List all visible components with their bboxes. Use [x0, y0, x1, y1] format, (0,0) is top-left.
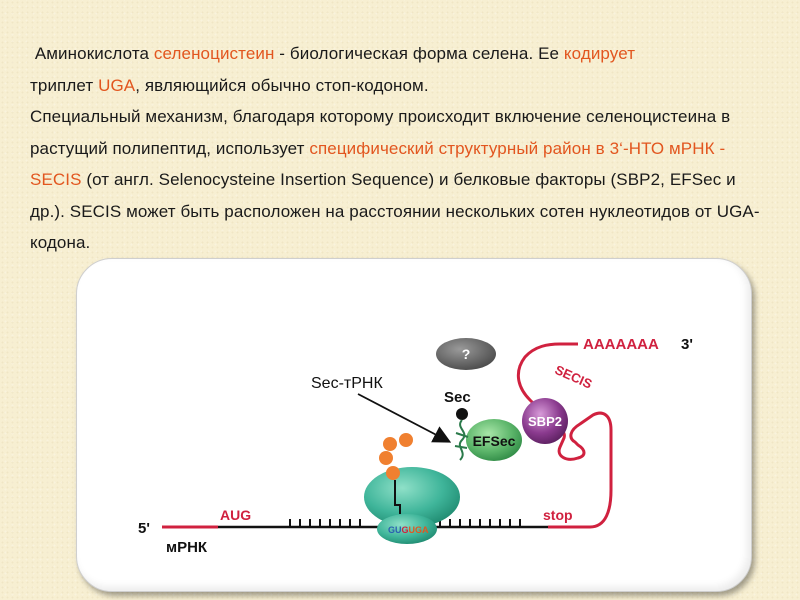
stop-label: stop [543, 507, 573, 523]
amino-acid-bead [383, 437, 397, 451]
mrna-label: мРНК [166, 539, 208, 556]
text-encodes: кодирует [563, 44, 636, 63]
paragraph-2: Специальный механизм, благодаря которому… [30, 101, 765, 259]
three-prime-label: 3' [681, 336, 693, 353]
unknown-factor-bubble [436, 338, 496, 370]
secis-label: SECIS [553, 362, 595, 392]
text-secis-region: специфический структурный район в 3‘-НТО… [30, 138, 726, 190]
amino-acid-bead [399, 433, 413, 447]
ribosome-small-subunit [377, 514, 437, 544]
sec-amino-acid [456, 408, 468, 420]
sbp2-protein [522, 398, 568, 444]
amino-acid-bead [379, 451, 393, 465]
text-p2-c: (от англ. Selenocysteine Insertion Seque… [30, 170, 760, 252]
ribosome-large-subunit [364, 467, 460, 527]
sec-trna-label: Sec-тРНК [311, 375, 383, 392]
text-selenocysteine: селеноцистеин [153, 44, 275, 63]
polya-label: AAAAAAA [583, 336, 659, 353]
amino-acid-bead [386, 466, 400, 480]
aug-label: AUG [220, 507, 251, 523]
sec-label: Sec [444, 389, 471, 406]
text-p1-g: , являющийся обычно стоп-кодоном. [135, 75, 429, 95]
secis-hairpin [516, 342, 613, 529]
trna-in-ribosome [394, 480, 401, 514]
sec-trna-icon [454, 419, 469, 461]
text-p1-c: - биологическая форма селена. Ее [274, 44, 564, 63]
text-p1-e: триплет [30, 75, 99, 95]
text-p1-a: Аминокислота [34, 44, 154, 63]
question-mark: ? [462, 346, 471, 362]
sec-trna-arrow [357, 393, 452, 443]
polypeptide-chain [379, 433, 413, 480]
codon-label: GUGUGA [388, 525, 429, 535]
five-prime-label: 5' [138, 520, 150, 537]
text-p2-a: Специальный механизм, благодаря которому… [30, 107, 731, 158]
efsec-label: EFSec [473, 433, 516, 449]
text-uga: UGA [98, 75, 136, 95]
paragraph-1: Аминокислота селеноцистеин - биологическ… [30, 38, 765, 101]
sbp2-label: SBP2 [528, 414, 562, 429]
efsec-protein [466, 419, 522, 461]
description-text: Аминокислота селеноцистеин - биологическ… [30, 38, 765, 259]
